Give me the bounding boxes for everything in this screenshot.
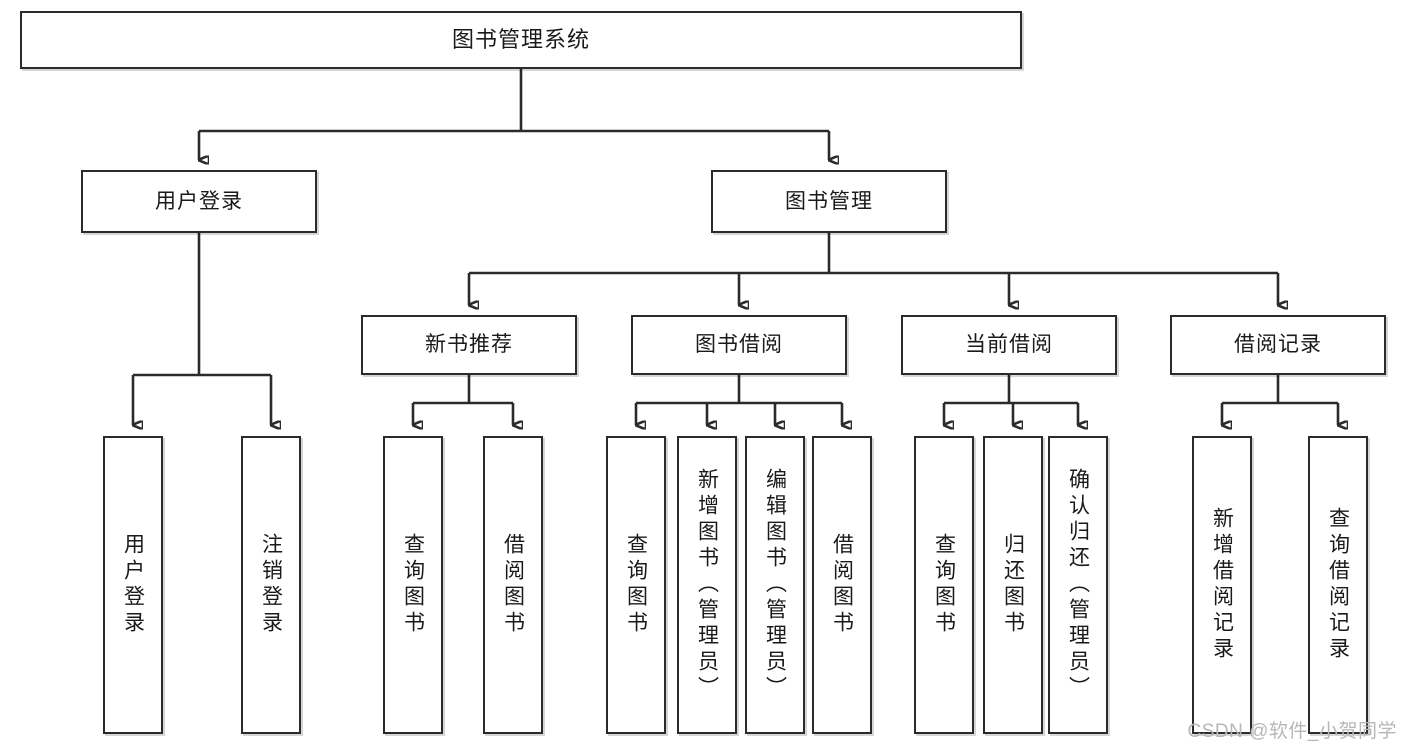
node-label: 借阅记录 [1234,333,1322,357]
node-label: 确认归还（管理员） [1066,468,1090,702]
node-label: 查询图书 [401,533,425,637]
node-label: 用户登录 [121,533,145,637]
node-label: 当前借阅 [965,333,1053,357]
node-new-book-recommend[interactable]: 新书推荐 [361,315,577,375]
leaf-query-borrow-record[interactable]: 查询借阅记录 [1308,436,1368,734]
node-label: 查询图书 [624,533,648,637]
leaf-logout[interactable]: 注销登录 [241,436,301,734]
node-label: 借阅图书 [830,533,854,637]
leaf-user-login[interactable]: 用户登录 [103,436,163,734]
node-label: 归还图书 [1001,533,1025,637]
leaf-query-book-recommend[interactable]: 查询图书 [383,436,443,734]
leaf-query-book-current[interactable]: 查询图书 [914,436,974,734]
node-label: 查询图书 [932,533,956,637]
node-label: 图书管理系统 [451,26,590,52]
node-label: 图书管理 [785,189,873,213]
leaf-borrow-book-recommend[interactable]: 借阅图书 [483,436,543,734]
leaf-query-book-borrow[interactable]: 查询图书 [606,436,666,734]
node-label: 新书推荐 [425,333,513,357]
node-label: 编辑图书（管理员） [763,468,787,702]
node-label: 查询借阅记录 [1326,507,1350,663]
node-label: 用户登录 [155,189,243,213]
node-label: 新增借阅记录 [1210,507,1234,663]
node-label: 新增图书（管理员） [695,468,719,702]
leaf-add-borrow-record[interactable]: 新增借阅记录 [1192,436,1252,734]
leaf-return-book[interactable]: 归还图书 [983,436,1043,734]
node-current-borrow[interactable]: 当前借阅 [901,315,1117,375]
node-label: 注销登录 [259,533,283,637]
node-label: 图书借阅 [695,333,783,357]
node-root-system[interactable]: 图书管理系统 [20,11,1022,69]
node-book-management[interactable]: 图书管理 [711,170,947,233]
node-book-borrow[interactable]: 图书借阅 [631,315,847,375]
leaf-edit-book-admin[interactable]: 编辑图书（管理员） [745,436,805,734]
node-borrow-records[interactable]: 借阅记录 [1170,315,1386,375]
leaf-borrow-book[interactable]: 借阅图书 [812,436,872,734]
leaf-add-book-admin[interactable]: 新增图书（管理员） [677,436,737,734]
node-label: 借阅图书 [501,533,525,637]
node-user-login[interactable]: 用户登录 [81,170,317,233]
leaf-confirm-return-admin[interactable]: 确认归还（管理员） [1048,436,1108,734]
